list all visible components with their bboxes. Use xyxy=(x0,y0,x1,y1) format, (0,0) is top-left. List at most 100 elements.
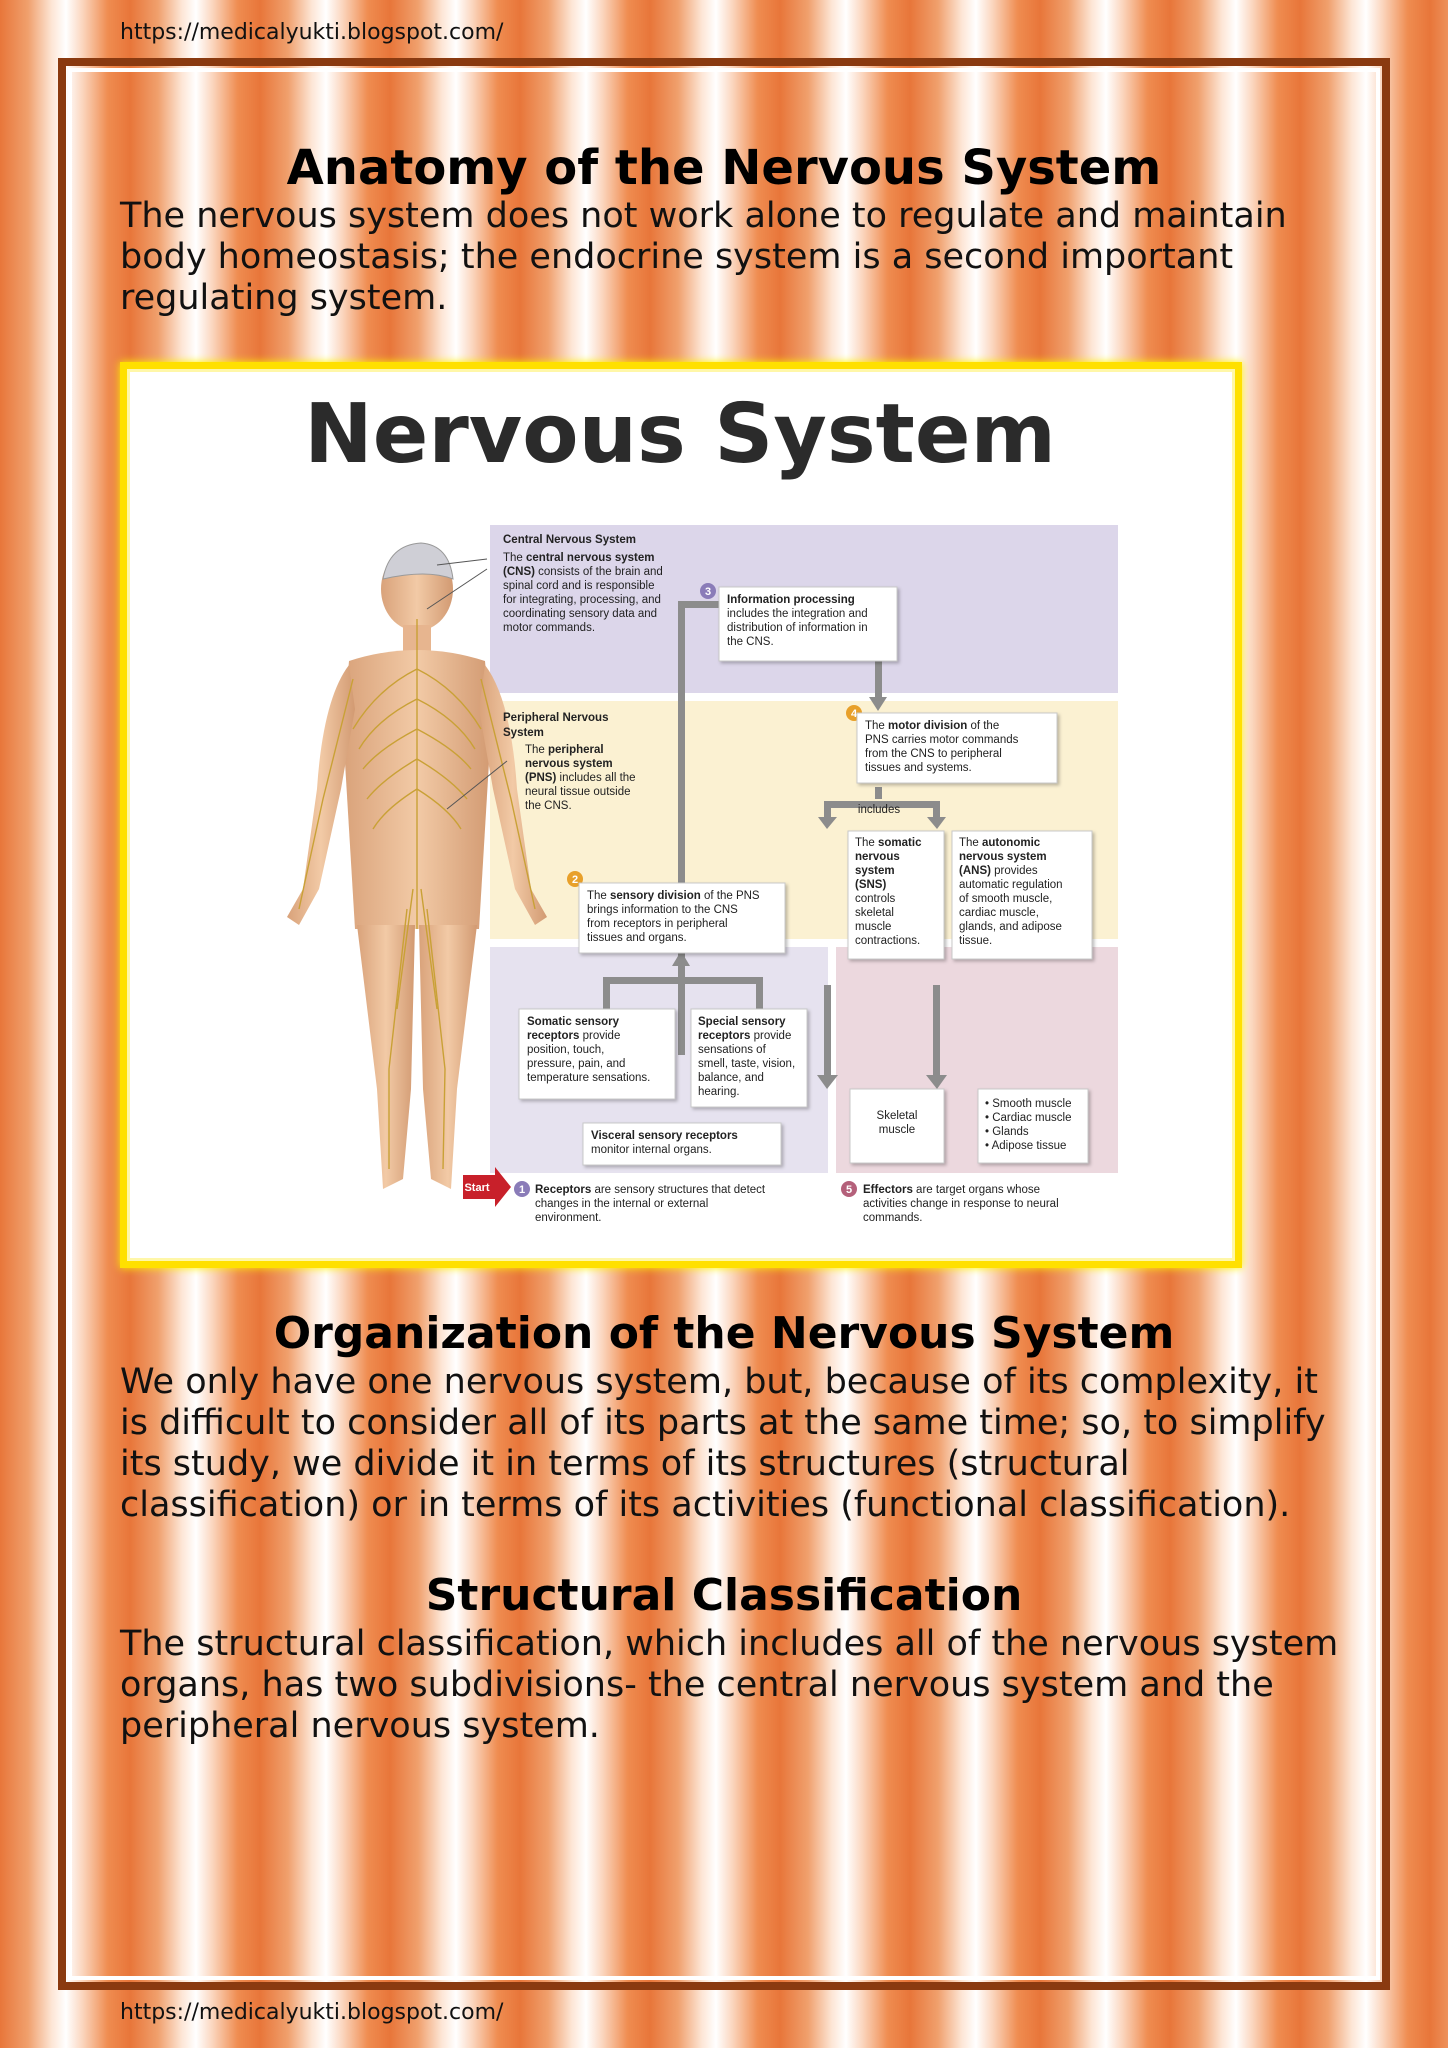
special-receptors-box xyxy=(690,1008,808,1108)
special-receptors-text: smell, taste, vision, xyxy=(698,1058,795,1070)
skeletal-muscle-box xyxy=(849,1088,945,1164)
start-label: Start xyxy=(464,1182,489,1194)
step-4-number: 4 xyxy=(851,708,858,720)
footer-url[interactable]: https://medicalyukti.blogspot.com/ xyxy=(120,2000,504,2025)
effector-list-box xyxy=(977,1088,1089,1164)
step-2-text: brings information to the CNS xyxy=(587,904,738,916)
paragraph-line: The nervous system does not work alone t… xyxy=(120,196,1287,236)
special-receptors-text: Special sensory xyxy=(698,1016,786,1028)
pns-text: (PNS) includes all the xyxy=(525,772,636,784)
pns-heading: System xyxy=(503,727,544,739)
visceral-text: monitor internal organs. xyxy=(591,1144,712,1156)
effector-item: • Smooth muscle xyxy=(985,1098,1071,1110)
ans-text: The autonomic xyxy=(959,837,1041,849)
skeletal-text: muscle xyxy=(879,1124,915,1136)
step-4-text: PNS carries motor commands xyxy=(865,734,1019,746)
heading-organization: Organization of the Nervous System xyxy=(273,1308,1175,1359)
step-1-text: environment. xyxy=(535,1212,601,1224)
heading-anatomy: Anatomy of the Nervous System xyxy=(286,140,1162,196)
cns-text: spinal cord and is responsible xyxy=(503,580,655,592)
cns-text: The central nervous system xyxy=(503,552,655,564)
motor-division-box xyxy=(856,712,1058,784)
step-2-number: 2 xyxy=(572,874,578,886)
ans-text: of smooth muscle, xyxy=(959,893,1052,905)
sns-text: skeletal xyxy=(855,907,894,919)
ans-text: nervous system xyxy=(959,851,1047,863)
somatic-receptors-text: position, touch, xyxy=(527,1044,604,1056)
includes-label: includes xyxy=(858,804,900,816)
autonomic-nervous-system-box xyxy=(951,830,1093,960)
start-arrow-icon xyxy=(463,1167,511,1207)
heading-structural: Structural Classification xyxy=(425,1570,1023,1621)
ans-text: tissue. xyxy=(959,935,992,947)
paragraph-structural: The structural classification, which inc… xyxy=(120,1624,1340,1747)
pns-text: the CNS. xyxy=(525,800,572,812)
cns-text: for integrating, processing, and xyxy=(503,594,661,606)
step-1-badge xyxy=(514,1181,530,1197)
nervous-system-figure: Nervous System xyxy=(120,362,1242,1268)
step-5-text: activities change in response to neural xyxy=(863,1198,1059,1210)
paragraph-line: The structural classification, which inc… xyxy=(120,1624,1339,1664)
somatic-nervous-system-box xyxy=(847,830,945,960)
paragraph-line: classification) or in terms of its activ… xyxy=(120,1485,1291,1525)
page-frame-outer xyxy=(58,58,1390,1990)
skeletal-text: Skeletal xyxy=(877,1110,918,1122)
effector-item: • Glands xyxy=(985,1126,1029,1138)
info-processing-box xyxy=(718,586,898,662)
sns-text: contractions. xyxy=(855,935,920,947)
cns-text: motor commands. xyxy=(503,622,595,634)
step-5-badge xyxy=(841,1181,857,1197)
pns-text: neural tissue outside xyxy=(525,786,630,798)
step-3-text: distribution of information in xyxy=(727,622,868,634)
step-4-text: from the CNS to peripheral xyxy=(865,748,1002,760)
step-3-text: the CNS. xyxy=(727,636,774,648)
pns-text: The peripheral xyxy=(525,744,604,756)
step-1-text: changes in the internal or external xyxy=(535,1198,708,1210)
effector-item: • Adipose tissue xyxy=(985,1140,1066,1152)
sns-text: nervous xyxy=(855,851,900,863)
somatic-receptors-box xyxy=(518,1008,676,1100)
pns-text: nervous system xyxy=(525,758,613,770)
figure-title: Nervous System xyxy=(304,387,1056,482)
cns-heading: Central Nervous System xyxy=(503,534,636,546)
step-3-text: Information processing xyxy=(727,594,855,606)
paragraph-line: its study, we divide it in terms of its … xyxy=(120,1444,1130,1484)
somatic-receptors-text: receptors provide xyxy=(527,1030,620,1042)
paragraph-line: peripheral nervous system. xyxy=(120,1706,600,1746)
somatic-receptors-text: Somatic sensory xyxy=(527,1016,620,1028)
pns-heading: Peripheral Nervous xyxy=(503,712,608,724)
step-5-text: commands. xyxy=(863,1212,922,1224)
sensory-division-box xyxy=(578,882,786,954)
sns-text: (SNS) xyxy=(855,879,886,891)
step-2-text: tissues and organs. xyxy=(587,932,687,944)
header-url[interactable]: https://medicalyukti.blogspot.com/ xyxy=(120,20,504,45)
page-frame-inner xyxy=(68,68,1380,1980)
step-2-text: The sensory division of the PNS xyxy=(587,890,760,902)
paragraph-line: We only have one nervous system, but, be… xyxy=(120,1362,1318,1402)
visceral-receptors-box xyxy=(582,1122,782,1166)
ans-text: automatic regulation xyxy=(959,879,1063,891)
somatic-receptors-text: temperature sensations. xyxy=(527,1072,650,1084)
step-2-text: from receptors in peripheral xyxy=(587,918,728,930)
sns-text: muscle xyxy=(855,921,891,933)
figure-svg: Nervous System xyxy=(287,387,1118,1224)
sns-text: system xyxy=(855,865,895,877)
paragraph-line: is difficult to consider all of its part… xyxy=(120,1403,1326,1443)
paragraph-anatomy: The nervous system does not work alone t… xyxy=(120,196,1340,319)
step-3-badge xyxy=(700,583,716,599)
step-5-text: Effectors are target organs whose xyxy=(863,1184,1040,1196)
paragraph-line: regulating system. xyxy=(120,278,448,318)
step-4-text: The motor division of the xyxy=(865,720,999,732)
ans-text: (ANS) provides xyxy=(959,865,1038,877)
paragraph-line: organs, has two subdivisions- the centra… xyxy=(120,1665,1274,1705)
ans-text: cardiac muscle, xyxy=(959,907,1039,919)
step-3-number: 3 xyxy=(705,586,711,598)
step-4-text: tissues and systems. xyxy=(865,762,972,774)
step-5-number: 5 xyxy=(846,1184,852,1196)
paragraph-organization: We only have one nervous system, but, be… xyxy=(120,1362,1360,1526)
special-receptors-text: sensations of xyxy=(698,1044,767,1056)
cns-text: coordinating sensory data and xyxy=(503,608,657,620)
sns-text: controls xyxy=(855,893,896,905)
visceral-text: Visceral sensory receptors xyxy=(591,1130,738,1142)
special-receptors-text: receptors provide xyxy=(698,1030,791,1042)
